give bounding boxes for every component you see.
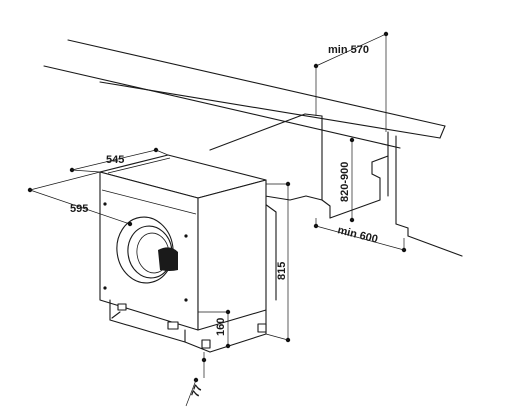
worktop: [43, 39, 446, 149]
label-width: 595: [70, 203, 88, 215]
dim-plinth-depth: 77: [185, 352, 207, 407]
label-plinth-depth: 77: [190, 383, 205, 399]
dim-top-clearance: min 570: [313, 31, 389, 132]
dim-height-range: 820-900: [339, 137, 355, 223]
dim-plinth-height: 160: [198, 309, 231, 349]
dim-width: 595: [27, 171, 133, 227]
dim-height: 815: [265, 181, 291, 343]
niche-recess: [209, 113, 463, 301]
label-height-range: 820-900: [339, 162, 351, 202]
label-niche-width: min 600: [336, 224, 379, 246]
label-plinth-height: 160: [215, 318, 227, 336]
washing-machine: [99, 154, 267, 353]
label-top-clearance: min 570: [328, 44, 369, 56]
label-height: 815: [276, 262, 288, 280]
dim-niche-width: min 600: [313, 218, 407, 253]
dim-depth: 545: [69, 147, 169, 173]
door-handle-icon: [158, 247, 178, 271]
label-depth: 545: [106, 154, 124, 166]
